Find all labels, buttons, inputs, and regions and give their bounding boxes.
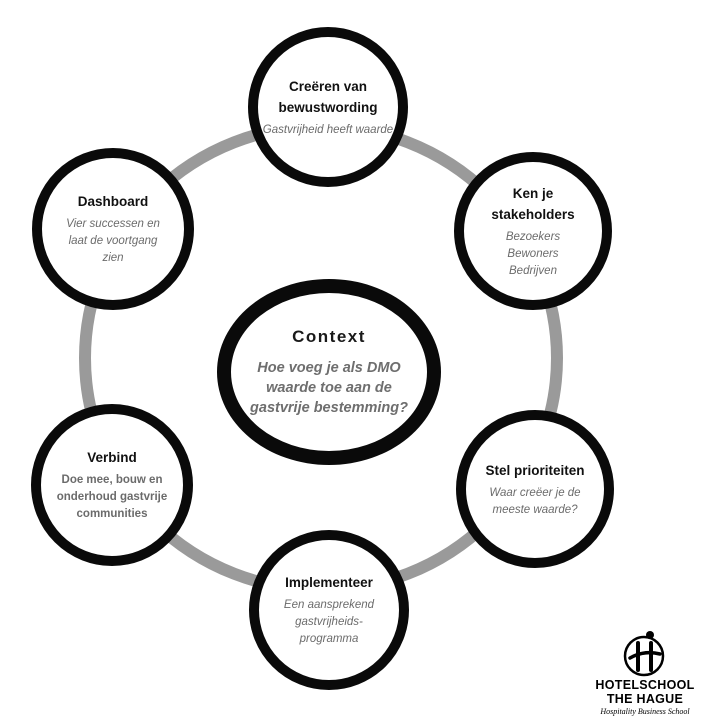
- node-dashboard-desc: Vier successen en laat de voortgang zien: [66, 218, 160, 264]
- node-implementeer-title: Implementeer: [285, 575, 373, 590]
- node-verbind-title: Verbind: [87, 450, 137, 465]
- node-stakeholders-list: Bezoekers Bewoners Bedrijven: [506, 229, 560, 280]
- node-stakeholders: Ken je stakeholders Bezoekers Bewoners B…: [454, 152, 612, 310]
- stakeholder-item: Bedrijven: [509, 264, 557, 277]
- logo-tagline: Hospitality Business School: [600, 707, 690, 716]
- logo-line1: HOTELSCHOOL: [595, 678, 695, 692]
- node-stakeholders-title: Ken je stakeholders: [491, 185, 575, 222]
- node-prioriteiten-desc: Waar creëer je de meeste waarde?: [489, 486, 581, 516]
- node-verbind-desc: Doe mee, bouw en onderhoud gastvrije com…: [56, 474, 168, 520]
- logo-emblem-icon: [623, 631, 665, 677]
- logo-line2: THE HAGUE: [606, 692, 684, 706]
- node-bewustwording-desc: Gastvrijheid heeft waarde: [262, 123, 394, 136]
- node-bewustwording-title: Creëren van bewustwording: [278, 78, 378, 115]
- stakeholder-item: Bezoekers: [505, 230, 561, 243]
- node-implementeer-desc: Een aansprekend gastvrijheids-programma: [283, 599, 375, 645]
- context-question: Hoe voeg je als DMO waarde toe aan de ga…: [250, 360, 408, 416]
- node-implementeer: Implementeer Een aansprekend gastvrijhei…: [249, 530, 409, 690]
- stakeholder-item: Bewoners: [507, 247, 559, 260]
- hotelschool-logo: HOTELSCHOOL THE HAGUE Hospitality Busine…: [592, 630, 698, 726]
- node-prioriteiten-title: Stel prioriteiten: [485, 462, 585, 478]
- node-bewustwording: Creëren van bewustwording Gastvrijheid h…: [248, 27, 408, 187]
- node-verbind: Verbind Doe mee, bouw en onderhoud gastv…: [31, 404, 193, 566]
- context-title: Context: [292, 327, 366, 346]
- node-dashboard-title: Dashboard: [77, 194, 149, 209]
- context-circle: Context Hoe voeg je als DMO waarde toe a…: [217, 279, 441, 465]
- node-dashboard: Dashboard Vier successen en laat de voor…: [32, 148, 194, 310]
- node-prioriteiten: Stel prioriteiten Waar creëer je de mees…: [456, 410, 614, 568]
